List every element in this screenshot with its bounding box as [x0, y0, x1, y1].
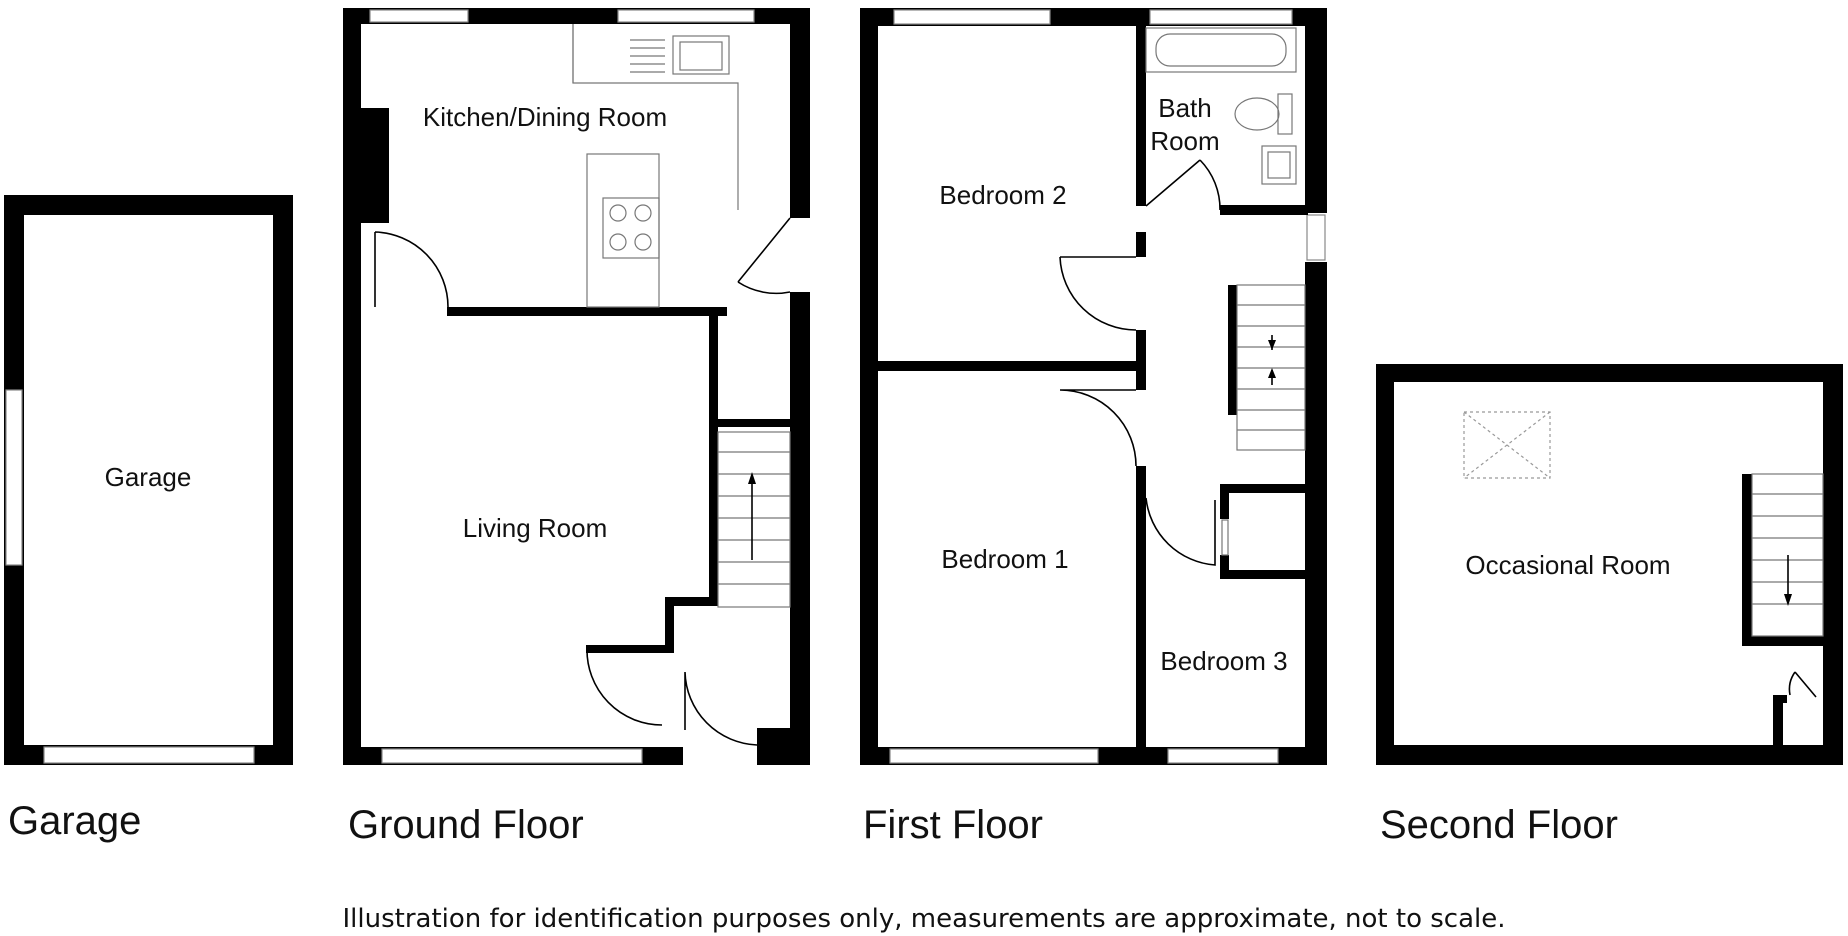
room-label-room: Room	[1150, 126, 1219, 156]
room-label-occasional: Occasional Room	[1465, 550, 1670, 580]
kitchen-window-right	[617, 9, 755, 23]
skylight	[1463, 411, 1551, 479]
ground-floor-stairs	[717, 431, 791, 608]
floor-title-second: Second Floor	[1380, 803, 1618, 847]
garage-door-opening	[43, 746, 255, 764]
floor-title-first: First Floor	[863, 803, 1043, 847]
living-window	[381, 748, 643, 764]
room-label-garage: Garage	[105, 462, 192, 492]
bedroom2-window	[893, 9, 1051, 25]
floor-title-garage: Garage	[8, 799, 141, 843]
first-floor-plan	[860, 8, 1327, 765]
room-label-kitchen-dining: Kitchen/Dining Room	[423, 102, 667, 132]
first-floor-stairs	[1228, 284, 1306, 451]
room-label-bath: Bath	[1158, 93, 1212, 123]
garage-side-window	[5, 389, 23, 566]
floor-title-ground: Ground Floor	[348, 803, 584, 847]
room-label-bedroom-1: Bedroom 1	[941, 544, 1068, 574]
room-label-bedroom-2: Bedroom 2	[939, 180, 1066, 210]
bedroom1-window	[889, 748, 1099, 764]
room-label-living: Living Room	[463, 513, 608, 543]
disclaimer: Illustration for identification purposes…	[342, 904, 1505, 934]
ground-floor-plan	[343, 8, 810, 765]
room-label-bedroom-3: Bedroom 3	[1160, 646, 1287, 676]
landing-window	[1306, 214, 1326, 261]
second-floor-plan	[1376, 364, 1843, 765]
second-floor-stairs	[1742, 473, 1824, 646]
kitchen-window-left	[369, 9, 469, 23]
garage-plan	[4, 195, 293, 765]
bathroom-window	[1149, 9, 1293, 25]
bedroom3-window	[1167, 748, 1279, 764]
